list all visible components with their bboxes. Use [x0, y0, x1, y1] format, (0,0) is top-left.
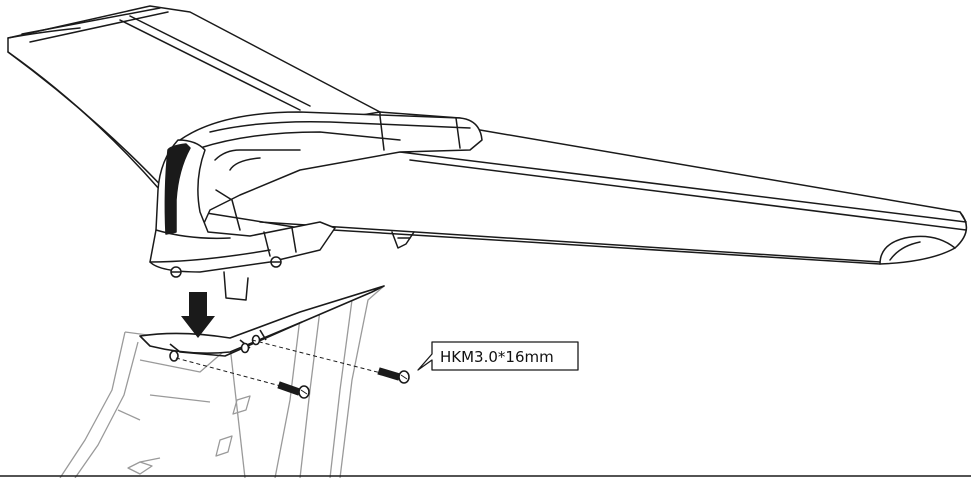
screw-callout: HKM3.0*16mm	[417, 341, 579, 371]
fuselage-cover	[59, 285, 385, 478]
screw-right	[377, 367, 410, 384]
screw-left	[277, 381, 310, 399]
down-arrow-icon	[181, 292, 215, 338]
wing-assembly	[7, 5, 968, 301]
cover-saddle	[139, 285, 385, 362]
screw-guides	[175, 339, 386, 389]
screw-spec-label: HKM3.0*16mm	[440, 348, 554, 366]
